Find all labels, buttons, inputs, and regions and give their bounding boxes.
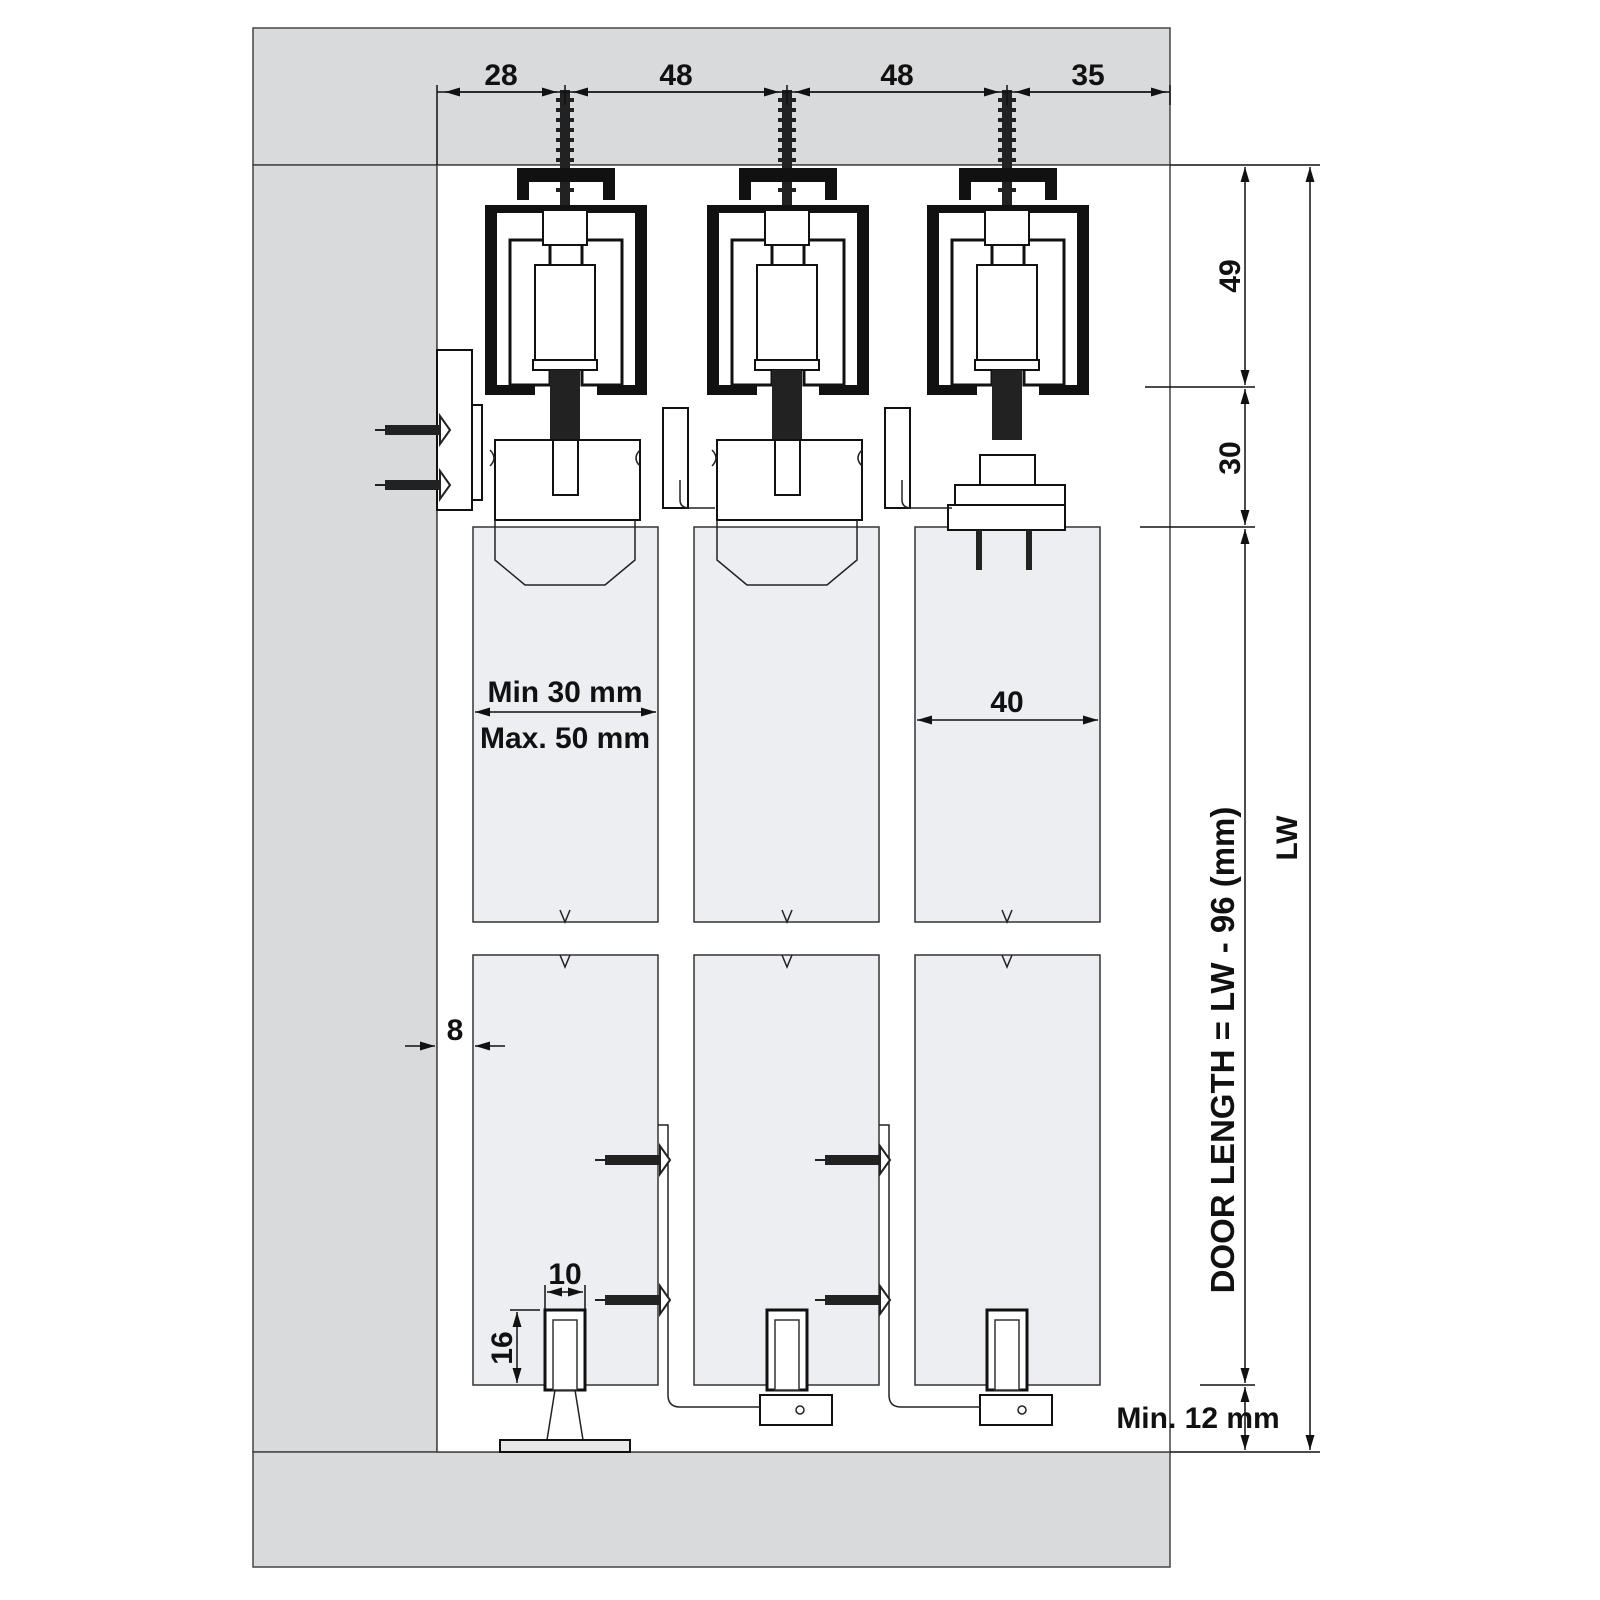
door-1-lower (472, 954, 659, 1386)
min-thickness-label: Min 30 mm (487, 676, 642, 709)
break-marks (559, 909, 1013, 969)
dim-label-35: 35 (1071, 59, 1104, 92)
max-thickness-label: Max. 50 mm (480, 722, 650, 755)
dim-label-10: 10 (548, 1258, 581, 1291)
guide-width-ext (544, 1285, 586, 1310)
right-dimension-lines (1140, 164, 1320, 1453)
door-1-upper (472, 526, 659, 923)
lw-label: LW (1271, 815, 1304, 861)
door-length-formula: DOOR LENGTH = LW - 96 (mm) (1204, 807, 1241, 1294)
floor (252, 1451, 1171, 1568)
floor-guide-2 (658, 1124, 833, 1426)
min-clearance-label: Min. 12 mm (1116, 1402, 1279, 1435)
wall-bracket (374, 349, 483, 511)
dim-label-28: 28 (484, 59, 517, 92)
door-panels (472, 526, 1101, 1386)
dim-label-48a: 48 (659, 59, 692, 92)
dim-label-8: 8 (447, 1014, 464, 1047)
door-spacers (662, 407, 952, 509)
dim-label-40: 40 (990, 686, 1023, 719)
floor-guide-1 (499, 1308, 631, 1453)
dim-label-30: 30 (1214, 441, 1247, 474)
door-3-upper (914, 526, 1101, 923)
dim-label-49: 49 (1214, 259, 1247, 292)
door-2-upper (693, 526, 880, 923)
floor-guide-3 (879, 1124, 1053, 1426)
top-dimension-line (436, 85, 1171, 165)
ceiling-beam (252, 27, 1171, 166)
dim-label-48b: 48 (880, 59, 913, 92)
dim-label-16: 16 (486, 1331, 519, 1364)
side-wall (252, 164, 438, 1453)
door-hanger-3 (947, 454, 1066, 570)
